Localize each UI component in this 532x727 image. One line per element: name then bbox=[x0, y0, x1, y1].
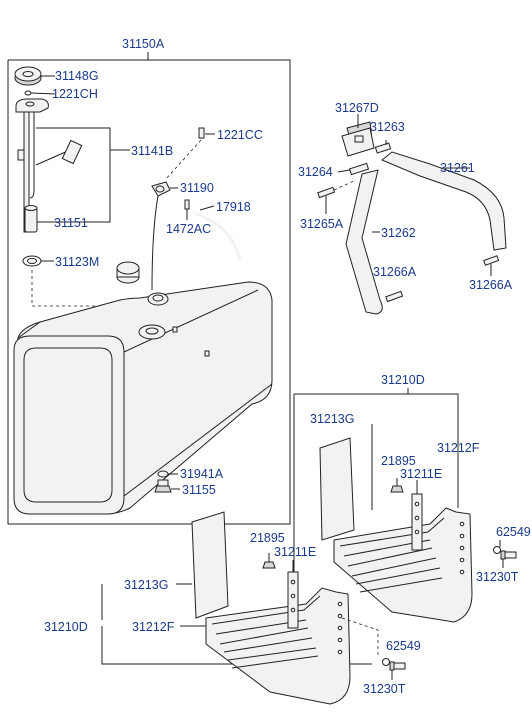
label-plate-left[interactable]: 31211E bbox=[274, 545, 316, 559]
label-clip-1472ac[interactable]: 1472AC bbox=[166, 222, 211, 236]
clip-1472ac-part[interactable] bbox=[184, 199, 190, 220]
band-upper-bolt-part[interactable] bbox=[337, 162, 370, 176]
band-lower-part[interactable] bbox=[381, 151, 507, 251]
label-plate-right[interactable]: 31211E bbox=[400, 467, 442, 481]
sender-leader-bracket bbox=[36, 127, 130, 223]
drain-washer-part[interactable] bbox=[157, 470, 178, 478]
label-band-bracket[interactable]: 31267D bbox=[335, 101, 379, 115]
sender-unit-part[interactable] bbox=[15, 98, 83, 233]
fuel-tank-body bbox=[13, 261, 273, 515]
label-step-assy-left[interactable]: 31210D bbox=[44, 620, 88, 634]
label-band-bolt[interactable]: 31265A bbox=[300, 217, 344, 231]
label-step-assy-right[interactable]: 31210D bbox=[381, 373, 425, 387]
label-band-pin-right[interactable]: 31266A bbox=[469, 278, 513, 292]
filter-part[interactable] bbox=[24, 205, 52, 233]
step-assembly-right-frame bbox=[293, 388, 459, 606]
label-step-pad-left[interactable]: 31213G bbox=[124, 578, 168, 592]
vent-fitting-part[interactable] bbox=[151, 181, 178, 291]
label-vent-fitting[interactable]: 31190 bbox=[180, 181, 214, 195]
label-washer-right[interactable]: 62549 bbox=[496, 525, 531, 539]
label-nut-right[interactable]: 21895 bbox=[381, 454, 416, 468]
step-pad-right-part[interactable] bbox=[319, 437, 355, 541]
nut-left-part[interactable] bbox=[262, 553, 276, 569]
label-step-bracket-left[interactable]: 31212F bbox=[132, 620, 175, 634]
band-bolt-part[interactable] bbox=[317, 179, 357, 214]
plate-right-part[interactable] bbox=[411, 480, 423, 551]
bolt-right-part[interactable] bbox=[500, 550, 517, 568]
label-clamp-1221cc[interactable]: 1221CC bbox=[217, 128, 263, 142]
fuel-cap-part[interactable] bbox=[14, 66, 55, 86]
plate-left-part[interactable] bbox=[287, 560, 299, 629]
clamp-1221cc-part[interactable] bbox=[198, 127, 215, 139]
label-band-pin[interactable]: 31263 bbox=[370, 120, 405, 134]
label-bolt-right[interactable]: 31230T bbox=[476, 570, 519, 584]
label-band-lower[interactable]: 31261 bbox=[440, 161, 475, 175]
nut-right-part[interactable] bbox=[390, 478, 404, 493]
band-pin-part[interactable] bbox=[374, 140, 392, 154]
label-step-bracket-right[interactable]: 31212F bbox=[437, 441, 480, 455]
label-bolt-left[interactable]: 31230T bbox=[363, 682, 406, 696]
band-pin-right-part[interactable] bbox=[483, 255, 500, 276]
washer-right-part[interactable] bbox=[493, 540, 501, 554]
sender-install-line bbox=[31, 270, 151, 320]
label-washer-left[interactable]: 62549 bbox=[386, 639, 421, 653]
label-filter[interactable]: 31151 bbox=[54, 216, 88, 230]
band-strap-part[interactable] bbox=[345, 169, 383, 315]
label-drain-plug[interactable]: 31155 bbox=[182, 483, 216, 497]
label-cap[interactable]: 31148G bbox=[55, 69, 99, 83]
washer-left-leader bbox=[341, 617, 379, 656]
label-hose-clamp[interactable]: 1221CH bbox=[52, 87, 98, 101]
label-fuel-tank-assy[interactable]: 31150A bbox=[122, 37, 165, 51]
label-nut-left[interactable]: 21895 bbox=[250, 531, 285, 545]
label-step-pad-right[interactable]: 31213G bbox=[310, 412, 354, 426]
clamp-leader bbox=[164, 139, 202, 181]
gasket-part[interactable] bbox=[22, 255, 54, 267]
vent-hose-part[interactable] bbox=[195, 205, 242, 261]
washer-left-part[interactable] bbox=[382, 658, 390, 666]
step-pad-left-part[interactable] bbox=[191, 511, 229, 619]
band-pin-left-part[interactable] bbox=[385, 290, 404, 303]
drain-plug-part[interactable] bbox=[154, 479, 180, 493]
label-band-upper-bolt[interactable]: 31264 bbox=[298, 165, 333, 179]
label-gasket[interactable]: 31123M bbox=[55, 255, 99, 269]
step-bracket-left-part[interactable] bbox=[205, 587, 351, 705]
band-bracket-part[interactable] bbox=[341, 114, 375, 157]
label-band-pin-left[interactable]: 31266A bbox=[373, 265, 417, 279]
label-band-strap[interactable]: 31262 bbox=[381, 226, 416, 240]
label-vent-hose[interactable]: 17918 bbox=[216, 200, 251, 214]
tank-assembly-frame bbox=[7, 52, 291, 525]
bolt-left-part[interactable] bbox=[389, 661, 406, 680]
label-sender-assy[interactable]: 31141B bbox=[131, 144, 173, 158]
step-bracket-right-part[interactable] bbox=[333, 507, 473, 623]
label-drain-washer[interactable]: 31941A bbox=[180, 467, 224, 481]
hose-clamp-part[interactable] bbox=[24, 90, 56, 96]
